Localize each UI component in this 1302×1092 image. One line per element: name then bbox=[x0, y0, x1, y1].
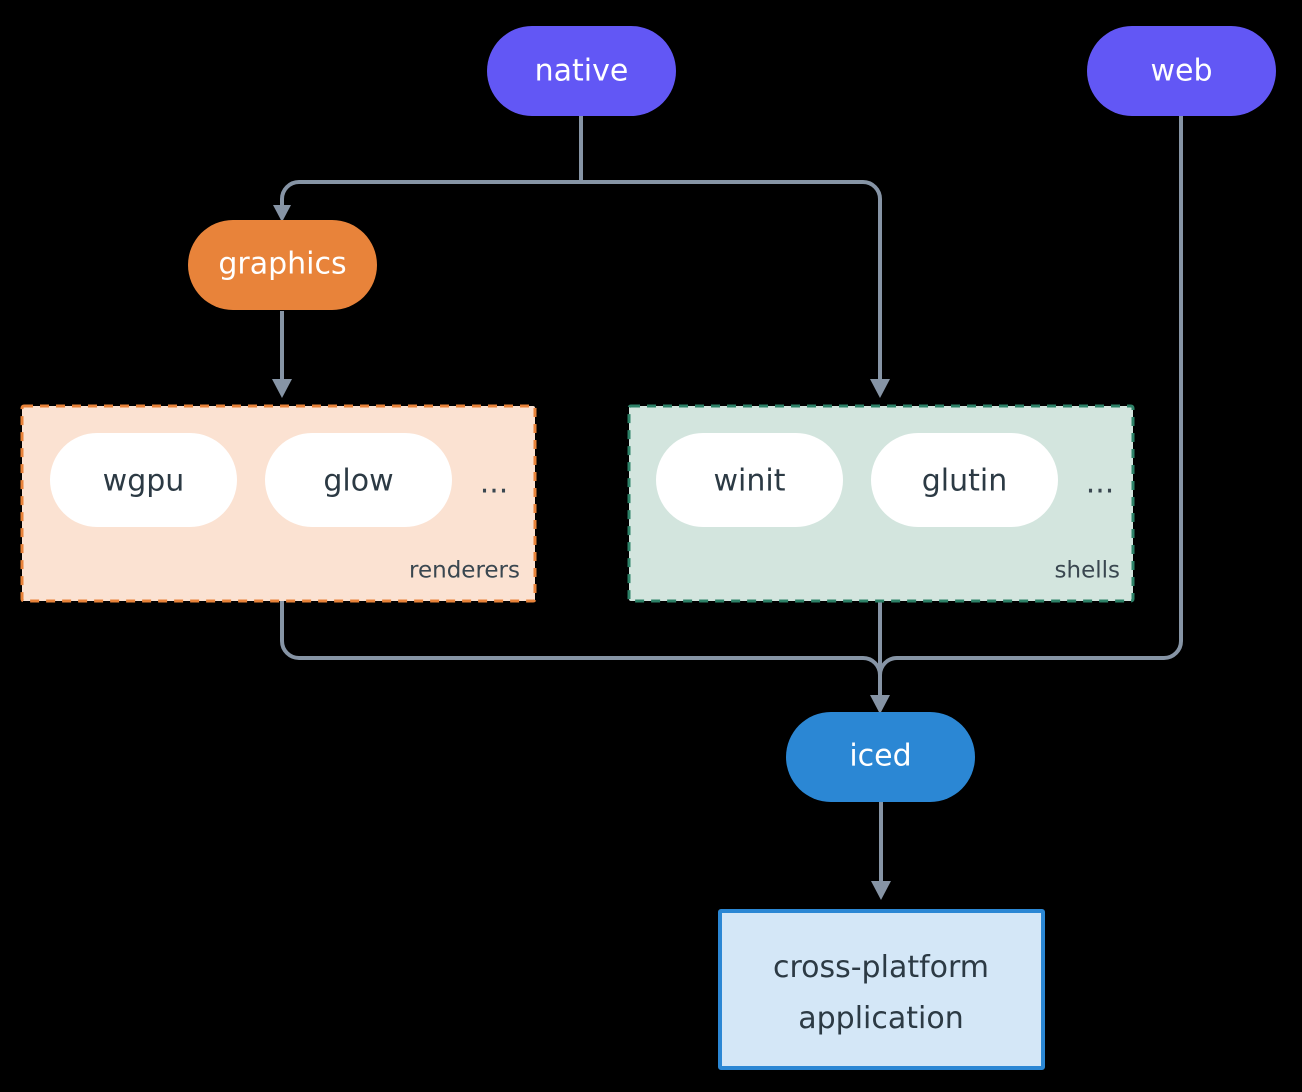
node-web[interactable]: web bbox=[1087, 26, 1276, 116]
web-pill[interactable] bbox=[1087, 26, 1276, 116]
application-label-line2: application bbox=[798, 1001, 963, 1036]
group-shells: winit glutin ... shells bbox=[627, 404, 1135, 603]
edge-native-to-shells bbox=[581, 180, 882, 383]
connector-layer bbox=[272, 115, 1183, 900]
arrowhead-shells bbox=[870, 379, 890, 398]
renderers-caption: renderers bbox=[409, 558, 520, 584]
arrowhead-application bbox=[871, 881, 891, 900]
glutin-label: glutin bbox=[922, 464, 1008, 499]
shells-caption: shells bbox=[1055, 558, 1120, 584]
arrowhead-renderers bbox=[272, 379, 292, 398]
edge-web-to-iced bbox=[878, 115, 1183, 700]
wgpu-pill[interactable] bbox=[50, 433, 237, 527]
arrowhead-graphics bbox=[273, 205, 291, 222]
arrowhead-iced bbox=[870, 695, 890, 714]
shells-item-glutin[interactable]: glutin bbox=[871, 433, 1058, 527]
renderers-item-glow[interactable]: glow bbox=[265, 433, 452, 527]
graphics-label: graphics bbox=[218, 247, 346, 282]
wgpu-label: wgpu bbox=[103, 464, 185, 499]
glutin-pill[interactable] bbox=[871, 433, 1058, 527]
web-label: web bbox=[1150, 54, 1212, 89]
edge-renderers-to-iced bbox=[280, 601, 882, 700]
native-label: native bbox=[535, 54, 629, 89]
iced-label: iced bbox=[849, 739, 911, 774]
shells-item-winit[interactable]: winit bbox=[656, 433, 843, 527]
edge-native-to-graphics bbox=[280, 180, 581, 211]
group-renderers: wgpu glow ... renderers bbox=[20, 404, 537, 603]
renderers-ellipsis: ... bbox=[480, 466, 509, 501]
glow-label: glow bbox=[323, 464, 393, 499]
winit-pill[interactable] bbox=[656, 433, 843, 527]
renderers-item-wgpu[interactable]: wgpu bbox=[50, 433, 237, 527]
node-native[interactable]: native bbox=[487, 26, 676, 116]
native-pill[interactable] bbox=[487, 26, 676, 116]
node-graphics[interactable]: graphics bbox=[188, 220, 377, 310]
graphics-pill[interactable] bbox=[188, 220, 377, 310]
node-iced[interactable]: iced bbox=[786, 712, 975, 802]
shells-ellipsis: ... bbox=[1086, 466, 1115, 501]
node-application[interactable]: cross-platform application bbox=[718, 909, 1045, 1070]
winit-label: winit bbox=[714, 464, 786, 499]
application-label-line1: cross-platform bbox=[773, 950, 989, 985]
application-box[interactable] bbox=[718, 909, 1045, 1070]
iced-pill[interactable] bbox=[786, 712, 975, 802]
glow-pill[interactable] bbox=[265, 433, 452, 527]
